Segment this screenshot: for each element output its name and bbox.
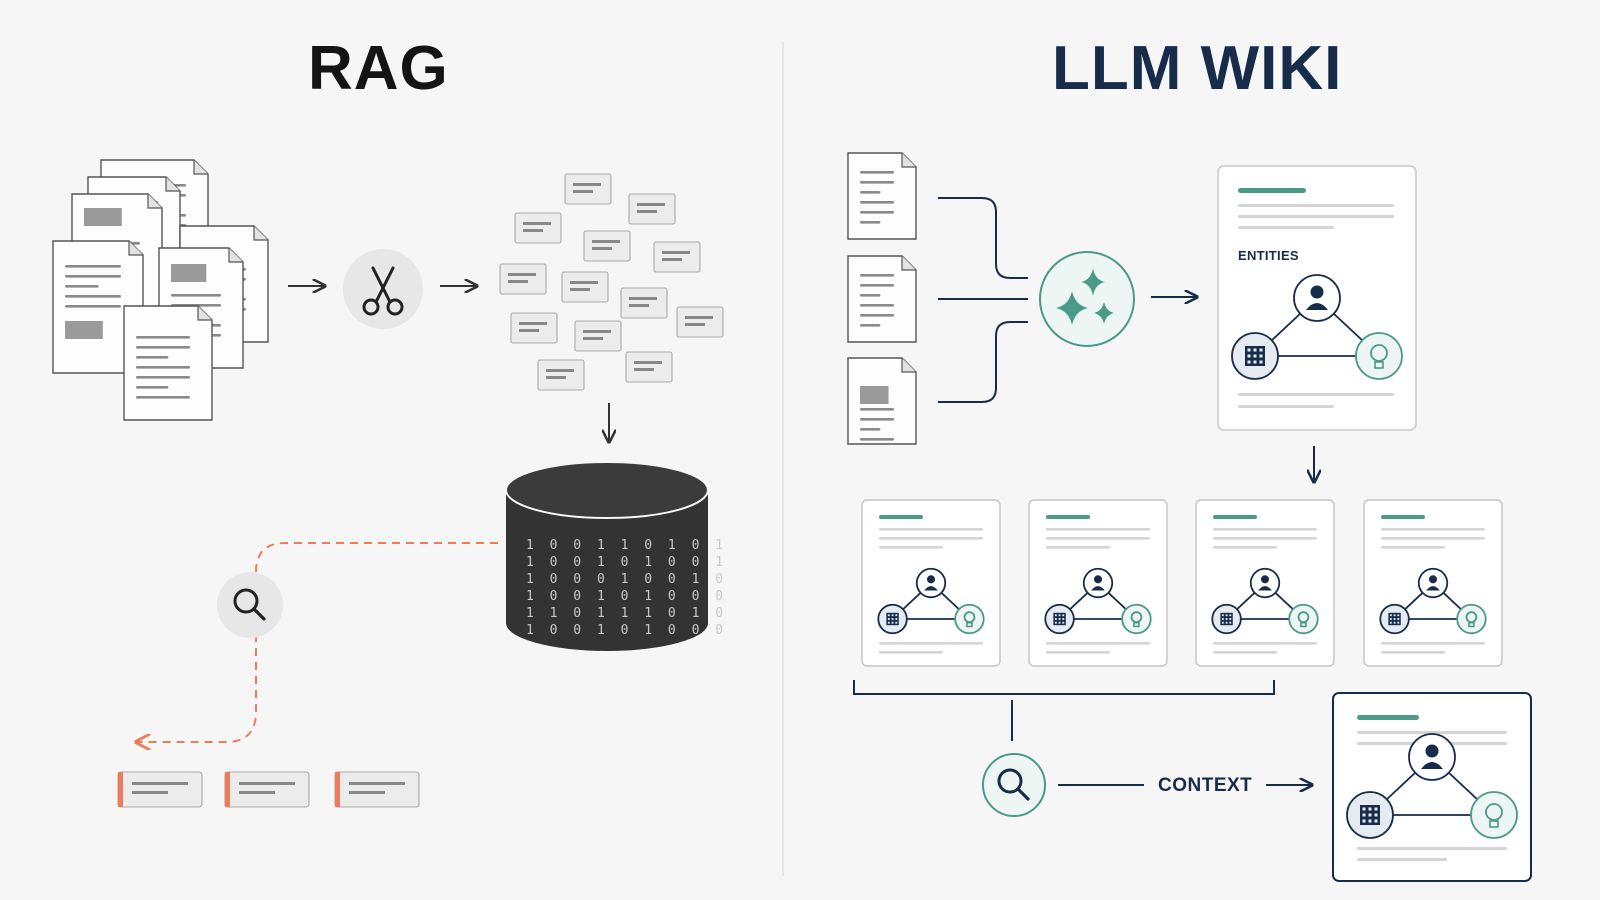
binary-row: 1 0 0 1 0 1 0 0 1	[526, 555, 727, 570]
document-page	[52, 240, 144, 374]
text-chunk	[574, 320, 622, 352]
person-icon	[1417, 567, 1449, 599]
context-label: CONTEXT	[1158, 775, 1253, 796]
retrieved-chunk	[334, 771, 420, 808]
building-icon	[1211, 603, 1242, 635]
retrieval-path	[136, 542, 498, 742]
text-chunk	[510, 312, 558, 344]
wiki-page-card	[1363, 499, 1503, 667]
sparkles-icon	[1039, 251, 1135, 347]
person-icon	[915, 567, 947, 599]
vector-database: 1 0 0 1 1 0 1 0 1 1 0 0 1 0 1 0 0 1 1 0 0 …	[505, 461, 727, 651]
entity-graph	[1346, 733, 1518, 839]
retrieved-chunks	[117, 771, 420, 808]
binary-row: 1 0 0 0 1 0 0 1 0	[526, 572, 727, 587]
text-chunk	[583, 230, 631, 262]
llm-wiki-title: LLM WIKI	[1052, 34, 1343, 103]
wiki-page-card	[1028, 499, 1168, 667]
wiki-main-page	[1217, 165, 1417, 431]
building-icon	[877, 603, 908, 635]
connector-top	[938, 197, 1028, 279]
document-page	[123, 305, 213, 421]
entity-graph	[1044, 567, 1152, 635]
binary-row: 1 0 0 1 0 1 0 0 0	[526, 623, 727, 638]
entities-label: ENTITIES	[1238, 248, 1299, 263]
entity-graph	[1211, 567, 1319, 635]
person-icon	[1293, 274, 1341, 322]
cards-bracket	[853, 680, 1275, 695]
lightbulb-icon	[1288, 603, 1319, 635]
document-page	[847, 357, 917, 445]
lightbulb-icon	[954, 603, 985, 635]
connector-bottom	[938, 321, 1028, 403]
person-icon	[1249, 567, 1281, 599]
text-chunk	[514, 212, 562, 244]
text-chunk	[676, 306, 724, 338]
magnifier-icon	[217, 572, 283, 638]
lightbulb-icon	[1355, 332, 1403, 380]
entity-graph	[1379, 567, 1487, 635]
wiki-page-card	[861, 499, 1001, 667]
rag-title: RAG	[308, 34, 449, 103]
wiki-search-icon	[982, 753, 1046, 817]
person-icon	[1408, 733, 1456, 781]
entity-graph	[1231, 274, 1403, 380]
text-chunk	[628, 193, 676, 225]
person-icon	[1082, 567, 1114, 599]
building-icon	[1231, 332, 1279, 380]
wiki-page-card	[1195, 499, 1335, 667]
lightbulb-icon	[1470, 791, 1518, 839]
wiki-source-documents	[847, 152, 917, 445]
rag-document-stack	[52, 159, 269, 421]
document-page	[847, 152, 917, 240]
text-chunk	[620, 287, 668, 319]
retrieved-chunk	[117, 771, 203, 808]
building-icon	[1379, 603, 1410, 635]
scissors-icon	[343, 249, 423, 329]
text-chunk	[653, 241, 701, 273]
text-chunk	[537, 359, 585, 391]
text-chunk	[499, 263, 547, 295]
rag-text-chunks	[499, 173, 724, 391]
text-chunk	[561, 271, 609, 303]
text-chunk	[625, 351, 673, 383]
context-result-page	[1332, 692, 1532, 882]
binary-row: 1 0 0 1 0 1 0 0 0	[526, 589, 727, 604]
lightbulb-icon	[1456, 603, 1487, 635]
entity-graph	[877, 567, 985, 635]
wiki-page-cards	[861, 499, 1503, 667]
lightbulb-icon	[1121, 603, 1152, 635]
binary-row: 1 0 0 1 1 0 1 0 1	[526, 538, 727, 553]
building-icon	[1044, 603, 1075, 635]
document-page	[847, 255, 917, 343]
building-icon	[1346, 791, 1394, 839]
binary-row: 1 1 0 1 1 1 0 1 0	[526, 606, 727, 621]
text-chunk	[564, 173, 612, 205]
retrieved-chunk	[224, 771, 310, 808]
